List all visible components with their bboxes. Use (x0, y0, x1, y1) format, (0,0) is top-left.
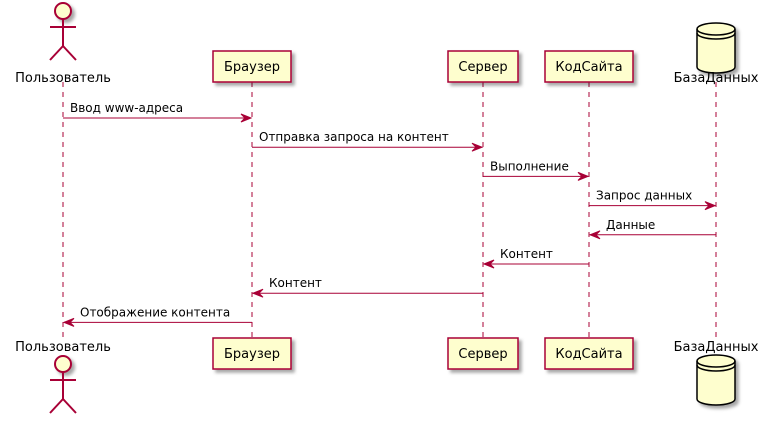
message-arrowhead (588, 230, 601, 240)
actor-head (54, 355, 72, 373)
participant-name-top: БазаДанных (674, 71, 759, 86)
participant-browser-bottom-label: Браузер (224, 347, 280, 362)
message-3: Выполнение (483, 159, 590, 181)
message-label: Отправка запроса на контент (259, 130, 449, 144)
database-rim (696, 364, 736, 372)
actor-leg-right (62, 45, 77, 61)
actor-head (54, 2, 72, 20)
participant-browser-bottom-box (212, 337, 292, 370)
participant-code-top-box (544, 50, 634, 83)
participant-code-top-label: КодСайта (555, 60, 622, 75)
participant-server-bottom-label: Сервер (458, 347, 507, 362)
message-arrowhead (482, 259, 495, 269)
message-label: Запрос данных (596, 189, 692, 203)
message-label: Ввод www-адреса (70, 101, 183, 115)
message-arrowhead (251, 288, 264, 298)
message-5: Данные (588, 218, 716, 240)
participant-server-bottom-box (447, 337, 519, 370)
participant-heads: ПользовательПользовательБраузерБраузерСе… (15, 2, 759, 414)
message-arrowhead (577, 171, 590, 181)
participant-code-bottom-label: КодСайта (555, 347, 622, 362)
participant-server-top-box (447, 50, 519, 83)
message-label: Контент (500, 247, 553, 261)
participant-code-bottom-box (544, 337, 634, 370)
participant-name-bottom: Пользователь (15, 340, 111, 355)
participant-name-bottom: БазаДанных (674, 340, 759, 355)
message-arrowhead (62, 317, 75, 327)
message-label: Данные (606, 218, 655, 232)
actor-leg-left (49, 398, 64, 414)
message-arrowhead (471, 142, 484, 152)
message-7: Контент (251, 276, 483, 298)
message-6: Контент (482, 247, 589, 269)
message-1: Ввод www-адреса (63, 101, 253, 123)
participant-browser-top-label: Браузер (224, 60, 280, 75)
participant-browser-top-box (212, 50, 292, 83)
participant-server-top-label: Сервер (458, 60, 507, 75)
message-2: Отправка запроса на контент (252, 130, 484, 152)
message-label: Отображение контента (80, 305, 230, 319)
message-4: Запрос данных (589, 189, 717, 211)
participant-name-top: Пользователь (15, 71, 111, 86)
lifelines (62, 82, 717, 338)
database-cylinder (696, 22, 736, 74)
database-rim (696, 32, 736, 40)
message-8: Отображение контента (62, 305, 252, 327)
message-label: Контент (269, 276, 322, 290)
message-arrowhead (240, 113, 253, 123)
actor-leg-right (62, 398, 77, 414)
database-rim (696, 360, 736, 368)
database-rim (696, 28, 736, 36)
database-cylinder (696, 354, 736, 406)
message-arrowhead (704, 201, 717, 211)
actor-leg-left (49, 45, 64, 61)
message-label: Выполнение (490, 159, 569, 173)
